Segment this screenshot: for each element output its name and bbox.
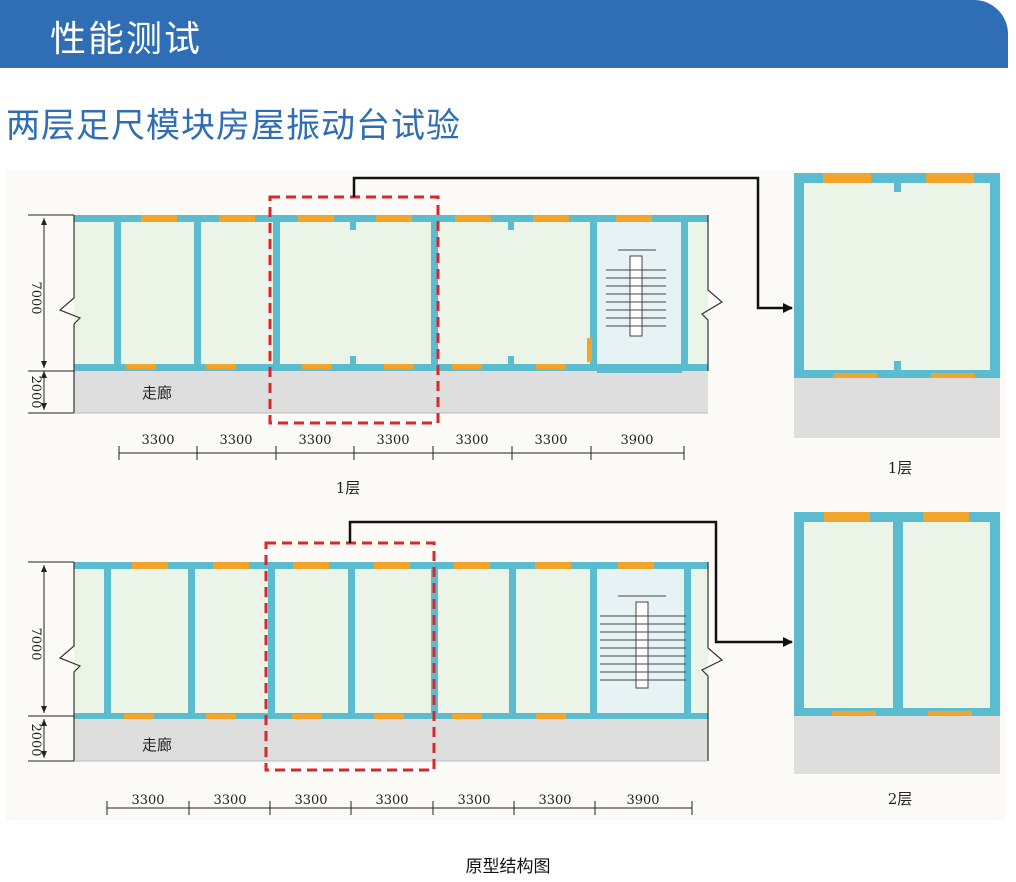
floor-1-detail-label: 1层 <box>888 459 913 477</box>
floor-plan-figure: 走廊 7000 2000 <box>6 170 1006 820</box>
floor-2-staircase <box>600 595 686 689</box>
floor-2-windows <box>124 562 654 719</box>
floor-1-windows <box>126 215 652 369</box>
floor-2-bay-5: 3300 <box>457 793 490 808</box>
floor-1-corridor-depth: 2000 <box>28 375 43 408</box>
floor-2-callout-arrow <box>348 520 793 647</box>
floor-1-bay-7: 3900 <box>620 433 653 448</box>
floor-1-bay-1: 3300 <box>141 433 174 448</box>
floor-1-corridor <box>74 371 708 413</box>
header-title: 性能测试 <box>50 19 203 60</box>
floor-1-plan: 走廊 7000 2000 <box>28 176 793 497</box>
floor-2-room-depth: 7000 <box>28 627 43 660</box>
floor-2-corridor <box>74 715 708 761</box>
floor-1-label: 1层 <box>336 479 361 497</box>
floor-2-bay-1: 3300 <box>131 793 164 808</box>
floor-2-bay-6: 3300 <box>538 793 571 808</box>
floor-2-detail: 2层 <box>794 512 1000 808</box>
page-subtitle: 两层足尺模块房屋振动台试验 <box>6 106 461 146</box>
floor-1-bay-5: 3300 <box>455 433 488 448</box>
floor-1-bay-widths: 3300 3300 3300 3300 3300 3300 3900 <box>141 433 653 448</box>
floor-2-bay-widths: 3300 3300 3300 3300 3300 3300 3900 <box>131 793 659 808</box>
floor-2-corridor-depth: 2000 <box>28 723 43 756</box>
figure-caption: 原型结构图 <box>465 857 551 877</box>
floor-1-horizontal-dimensions <box>118 446 685 460</box>
floor-2-bay-4: 3300 <box>375 793 408 808</box>
floor-1-staircase <box>606 249 666 337</box>
floor-1-corridor-label: 走廊 <box>142 384 172 402</box>
floor-2-break-line-right <box>700 562 724 761</box>
floor-1-bay-6: 3300 <box>534 433 567 448</box>
floor-2-break-line-left <box>58 562 82 761</box>
floor-1-partitions <box>114 215 688 373</box>
floor-2-bay-7: 3900 <box>626 793 659 808</box>
floor-1-room-depth: 7000 <box>28 281 43 314</box>
floor-2-bay-2: 3300 <box>213 793 246 808</box>
floor-2-bay-3: 3300 <box>294 793 327 808</box>
floor-2-corridor-label: 走廊 <box>142 736 172 754</box>
floor-1-bay-2: 3300 <box>219 433 252 448</box>
header-banner: 性能测试 <box>0 0 1008 68</box>
floor-1-detail: 1层 <box>794 173 1000 477</box>
floor-2-vertical-dimensions <box>28 561 74 762</box>
floor-2-plan: 走廊 7000 2000 3300 <box>28 520 793 815</box>
floor-1-break-line-right <box>701 215 724 371</box>
floor-1-callout-arrow <box>352 176 793 313</box>
floor-1-bay-4: 3300 <box>376 433 409 448</box>
floor-1-vertical-dimensions <box>28 214 74 414</box>
floor-2-detail-label: 2层 <box>888 790 913 808</box>
floor-1-break-line-left <box>58 215 82 413</box>
floor-1-bay-3: 3300 <box>298 433 331 448</box>
floor-2-horizontal-dimensions <box>106 801 693 815</box>
